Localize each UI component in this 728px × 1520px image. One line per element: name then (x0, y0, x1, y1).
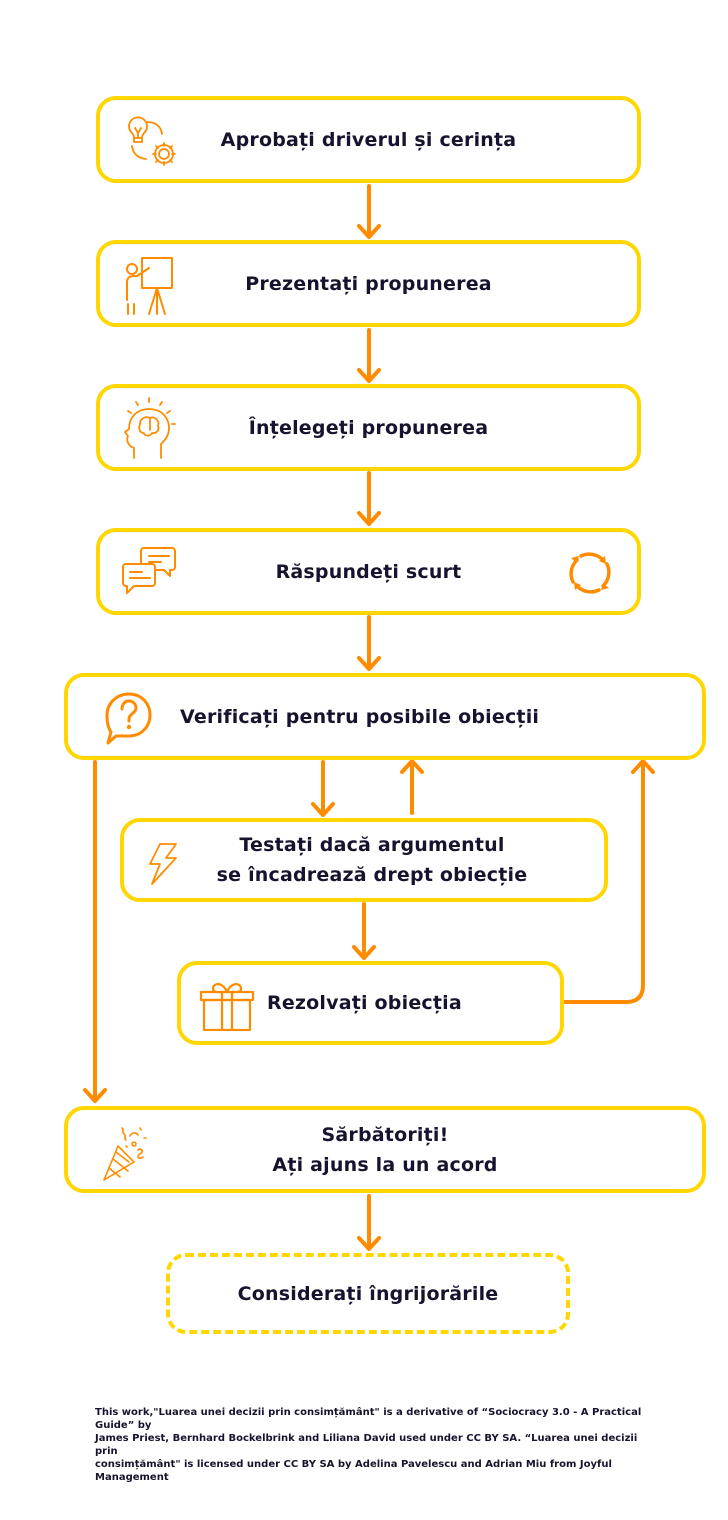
footer-line-3: consimțământ" is licensed under CC BY SA… (95, 1459, 612, 1483)
step-check-objections: Verificați pentru posibile obiecții (64, 673, 706, 760)
step-label-line2: Ați ajuns la un acord (272, 1153, 498, 1176)
license-footer: This work,"Luarea unei decizii prin cons… (95, 1406, 655, 1484)
step-label-line1: Sărbătoriți! (321, 1123, 449, 1146)
step-label: Înțelegeți propunerea (248, 416, 489, 439)
step-celebrate: Sărbătoriți! Ați ajuns la un acord (64, 1106, 706, 1193)
arrow-test-to-check (400, 759, 424, 815)
footer-line-1: This work,"Luarea unei decizii prin cons… (95, 1407, 642, 1431)
step-label: Aprobați driverul și cerința (220, 128, 517, 151)
step-label: Considerați îngrijorările (237, 1282, 499, 1305)
arrow-react-to-check (357, 615, 381, 671)
arrow-check-to-celebrate (83, 760, 107, 1103)
gift-icon (199, 983, 255, 1031)
step-label: Rezolvați obiecția (267, 992, 462, 1014)
step-label-line2: se încadrează drept obiecție (216, 864, 528, 886)
question-bubble-icon (105, 692, 152, 745)
arrow-approve-to-present (357, 184, 381, 239)
arrow-check-to-test (311, 760, 335, 817)
step-label: Prezentați propunerea (245, 272, 492, 295)
step-label: Verificați pentru posibile obiecții (180, 705, 540, 728)
head-brain-icon (124, 397, 176, 459)
arrow-understand-to-react (357, 471, 381, 526)
step-test-argument: Testați dacă argumentul se încadrează dr… (120, 818, 608, 902)
step-understand-proposal: Înțelegeți propunerea (96, 384, 641, 471)
arrow-celebrate-to-consider (357, 1194, 381, 1251)
step-consider-concerns: Considerați îngrijorările (166, 1253, 570, 1334)
step-resolve-objection: Rezolvați obiecția (177, 961, 564, 1045)
arrow-test-to-resolve (352, 902, 376, 960)
party-popper-icon (103, 1127, 147, 1181)
lightbulb-gear-icon (128, 116, 176, 166)
step-brief-reaction: Răspundeți scurt (96, 528, 641, 615)
chat-bubbles-icon (122, 547, 176, 594)
presenter-board-icon (126, 257, 173, 315)
cycle-arrows-icon (569, 552, 611, 594)
loop-resolve-to-check (563, 759, 655, 1004)
step-present-proposal: Prezentați propunerea (96, 240, 641, 327)
footer-line-2: James Priest, Bernhard Bockelbrink and L… (95, 1433, 638, 1457)
arrow-present-to-understand (357, 328, 381, 383)
step-approve-driver: Aprobați driverul și cerința (96, 96, 641, 183)
lightning-icon (149, 843, 177, 885)
step-label: Răspundeți scurt (275, 560, 462, 583)
step-label-line1: Testați dacă argumentul (239, 834, 505, 856)
